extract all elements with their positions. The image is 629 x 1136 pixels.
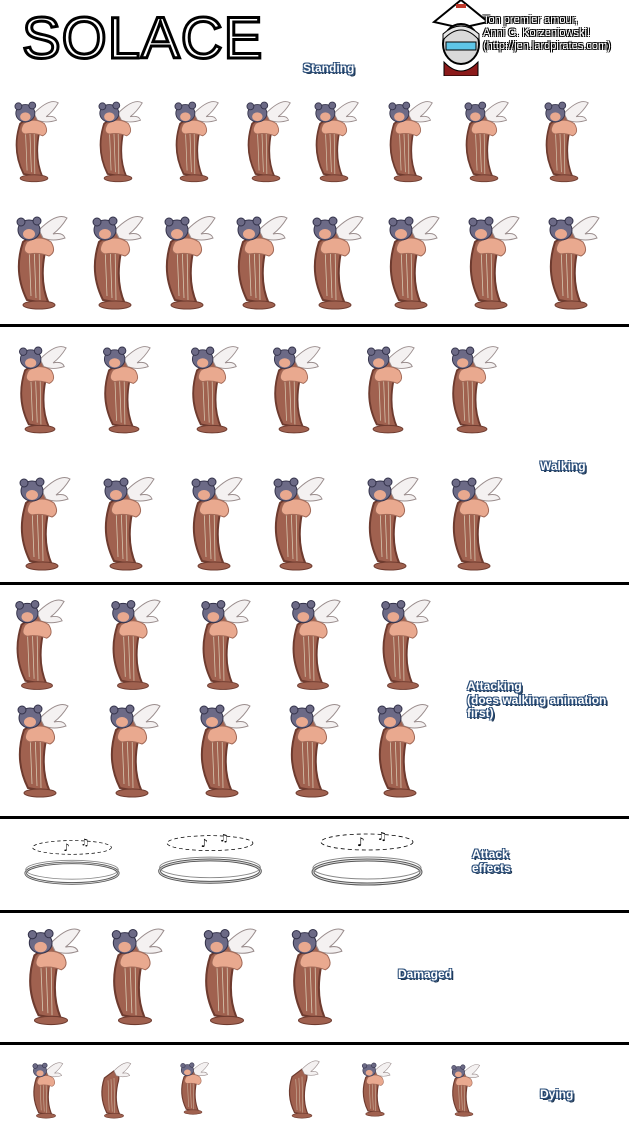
- harp-angel-sprite: [464, 101, 509, 183]
- harp-angel-sprite: [377, 704, 429, 798]
- harp-angel-sprite: [544, 101, 589, 183]
- harp-angel-sprite: [288, 1060, 320, 1119]
- harp-angel-sprite: [468, 216, 520, 310]
- harp-angel-sprite: [111, 928, 165, 1026]
- harp-angel-sprite: [451, 346, 499, 434]
- harp-angel-sprite: [361, 1062, 392, 1117]
- credit-link: (http://jen.lardpirates.com): [483, 40, 611, 52]
- harp-angel-sprite: [367, 346, 415, 434]
- harp-angel-sprite: [273, 477, 325, 571]
- harp-angel-sprite: [451, 1064, 481, 1117]
- harp-angel-sprite: [164, 216, 216, 310]
- harp-angel-sprite: [199, 704, 251, 798]
- section-divider: [0, 324, 629, 327]
- label-damaged: Damaged: [398, 967, 453, 981]
- label-attack-effects-2: effects: [472, 861, 511, 875]
- harp-angel-sprite: [32, 1062, 64, 1119]
- harp-angel-sprite: [17, 704, 69, 798]
- svg-text:♪: ♪: [201, 837, 208, 850]
- harp-angel-sprite: [16, 216, 68, 310]
- harp-angel-sprite: [19, 346, 67, 434]
- harp-angel-sprite: [388, 101, 433, 183]
- section-divider: [0, 582, 629, 585]
- section-divider: [0, 1042, 629, 1045]
- harp-angel-sprite: [201, 599, 251, 690]
- harp-angel-sprite: [191, 346, 239, 434]
- credit-line: Anni C. Korzeniowski!: [483, 27, 590, 39]
- harp-angel-sprite: [111, 599, 161, 690]
- svg-text:♪: ♪: [63, 842, 70, 854]
- svg-text:♪: ♪: [357, 835, 365, 849]
- harp-angel-sprite: [312, 216, 364, 310]
- harp-angel-sprite: [291, 599, 341, 690]
- label-attacking-note: (does walking animation first): [467, 693, 607, 720]
- harp-angel-sprite: [92, 216, 144, 310]
- harp-angel-sprite: [103, 346, 151, 434]
- svg-text:♫: ♫: [377, 830, 387, 843]
- harp-angel-sprite: [291, 928, 345, 1026]
- label-standing: Standing: [303, 61, 355, 75]
- music-ring-effect: ♪ ♫: [24, 838, 120, 885]
- sheet-title: SOLACE: [20, 6, 264, 71]
- harp-angel-sprite: [98, 101, 143, 183]
- harp-angel-sprite: [273, 346, 321, 434]
- label-walking: Walking: [540, 459, 586, 473]
- harp-angel-sprite: [548, 216, 600, 310]
- harp-angel-sprite: [388, 216, 440, 310]
- harp-angel-sprite: [174, 101, 219, 183]
- harp-angel-sprite: [314, 101, 359, 183]
- harp-angel-sprite: [103, 477, 155, 571]
- music-ring-effect: ♪ ♫: [311, 830, 423, 886]
- harp-angel-sprite: [101, 1062, 132, 1119]
- harp-angel-sprite: [289, 704, 341, 798]
- section-divider: [0, 910, 629, 913]
- music-ring-effect: ♪ ♫: [158, 832, 262, 884]
- author-avatar: [431, 0, 491, 76]
- svg-text:♫: ♫: [219, 832, 228, 844]
- harp-angel-sprite: [14, 101, 59, 183]
- harp-angel-sprite: [191, 477, 243, 571]
- author-credit: Ton premier amour, Anni C. Korzeniowski!…: [483, 14, 623, 53]
- section-divider: [0, 816, 629, 819]
- label-attack-effects-1: Attack: [472, 847, 509, 861]
- credit-line: Ton premier amour,: [483, 14, 578, 26]
- harp-angel-sprite: [236, 216, 288, 310]
- harp-angel-sprite: [109, 704, 161, 798]
- harp-angel-sprite: [15, 599, 65, 690]
- harp-angel-sprite: [367, 477, 419, 571]
- label-attacking: Attacking: [467, 679, 522, 693]
- harp-angel-sprite: [451, 477, 503, 571]
- harp-angel-sprite: [180, 1062, 210, 1115]
- harp-angel-sprite: [381, 599, 431, 690]
- harp-angel-sprite: [246, 101, 291, 183]
- harp-angel-sprite: [19, 477, 71, 571]
- label-dying: Dying: [540, 1087, 574, 1101]
- harp-angel-sprite: [27, 928, 81, 1026]
- svg-text:♫: ♫: [81, 838, 89, 849]
- harp-angel-sprite: [203, 928, 257, 1026]
